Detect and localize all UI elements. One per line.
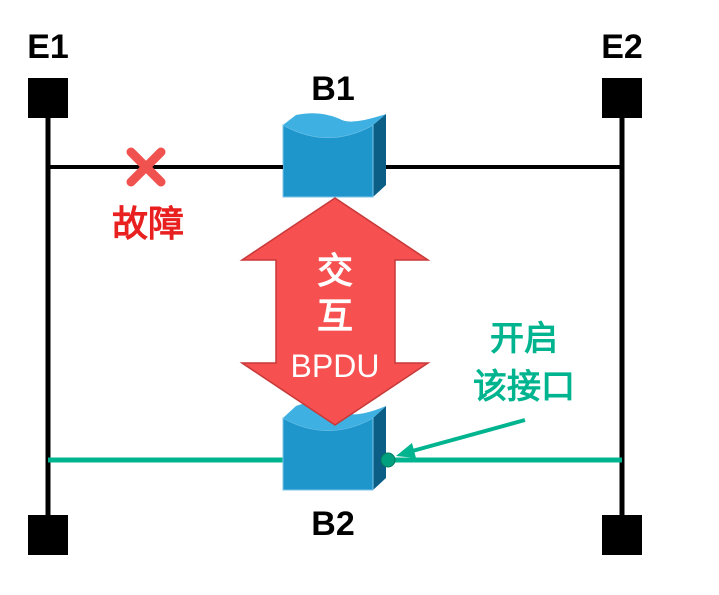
e2-top-node: [602, 78, 642, 118]
b1-label: B1: [311, 70, 354, 108]
arrow-text-3: BPDU: [291, 348, 380, 384]
fault-x-icon: [126, 147, 166, 187]
bpdu-exchange-arrow: [239, 197, 431, 426]
b1-switch-icon: [282, 113, 386, 198]
e2-bottom-node: [602, 515, 642, 555]
e1-bottom-node: [28, 515, 68, 555]
b2-label: B2: [311, 505, 354, 543]
e1-top-node: [28, 78, 68, 118]
port-dot: [380, 452, 396, 468]
port-pointer-arrow: [404, 418, 526, 455]
fault-label: 故障: [112, 203, 184, 244]
arrowhead-icon: [396, 443, 416, 458]
arrow-text-2: 互: [317, 295, 353, 336]
e1-label: E1: [27, 28, 69, 66]
e2-label: E2: [601, 28, 643, 66]
arrow-text-1: 交: [317, 250, 353, 291]
port-note-line2: 该接口: [473, 368, 575, 406]
port-note-line1: 开启: [490, 320, 558, 358]
